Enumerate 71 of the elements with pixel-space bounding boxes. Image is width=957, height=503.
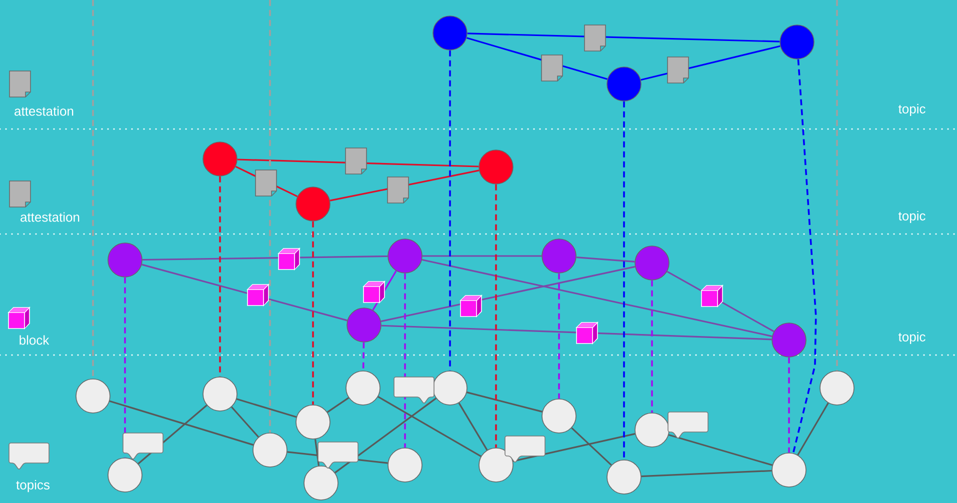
connector-line <box>467 32 780 42</box>
legend-label: block <box>20 335 50 345</box>
circle-node <box>772 452 806 488</box>
circle-node <box>432 370 468 406</box>
circle-node <box>772 322 806 358</box>
connector-line <box>378 396 482 457</box>
layer-label: topic <box>898 210 926 224</box>
circle-node <box>606 66 642 102</box>
circle-node <box>76 378 110 414</box>
circle-node <box>346 308 382 342</box>
circle-node <box>542 398 576 434</box>
connector-line <box>142 255 388 261</box>
connector-line <box>797 402 829 456</box>
connector-line <box>422 255 542 257</box>
circle-node <box>542 238 576 274</box>
circle-node <box>388 238 422 274</box>
circle-node <box>252 432 288 468</box>
legend-label: attestation <box>20 212 80 222</box>
circle-node <box>780 24 814 60</box>
circle-node <box>478 448 514 482</box>
circle-node <box>296 186 330 222</box>
dashed-connector <box>362 342 365 371</box>
circle-node <box>634 246 670 280</box>
connector-line <box>334 398 436 474</box>
connector-line <box>512 433 636 462</box>
connector-line <box>326 397 350 413</box>
circle-node <box>202 376 238 412</box>
circle-node <box>432 16 468 50</box>
dashed-connector <box>651 280 653 413</box>
connector-line <box>576 256 635 262</box>
circle-node <box>202 142 238 176</box>
connector-line <box>142 264 348 322</box>
dashed-connector <box>495 184 497 448</box>
circle-node <box>304 466 338 500</box>
connector-line <box>372 270 397 310</box>
dashed-connector <box>558 273 560 399</box>
legend-label: attestation <box>14 106 74 116</box>
dashed-connector <box>312 221 314 405</box>
circle-node <box>478 150 514 184</box>
connector-line <box>236 398 297 418</box>
circle-node <box>634 412 670 448</box>
dashed-connector <box>836 0 838 371</box>
dashed-connector <box>404 273 406 448</box>
dashed-connector <box>623 101 625 460</box>
connector-line <box>422 258 772 338</box>
connector-line <box>314 439 320 466</box>
circle-node <box>108 458 142 492</box>
layer-label: topic <box>898 332 926 344</box>
circle-node <box>296 404 330 440</box>
circle-node <box>606 460 642 494</box>
circle-node <box>346 370 380 406</box>
connector-line <box>380 266 636 322</box>
dashed-connector <box>92 0 94 379</box>
connector-line <box>231 406 260 438</box>
connector-line <box>641 470 772 478</box>
dashed-connector <box>788 357 790 453</box>
circle-node <box>820 370 854 406</box>
connector-line <box>237 158 479 168</box>
connector-line <box>668 434 773 466</box>
legend-label: topics <box>16 480 50 492</box>
circle-node <box>108 242 142 278</box>
dashed-connector <box>792 59 817 454</box>
connector-line <box>381 324 772 340</box>
connector-line <box>666 270 774 332</box>
dashed-connector <box>269 0 271 433</box>
layer-label: topic <box>898 104 926 116</box>
connector-line <box>571 427 612 466</box>
circle-node <box>388 448 422 482</box>
connector-line <box>109 400 254 446</box>
connector-line <box>458 402 488 450</box>
connector-line <box>466 392 542 412</box>
